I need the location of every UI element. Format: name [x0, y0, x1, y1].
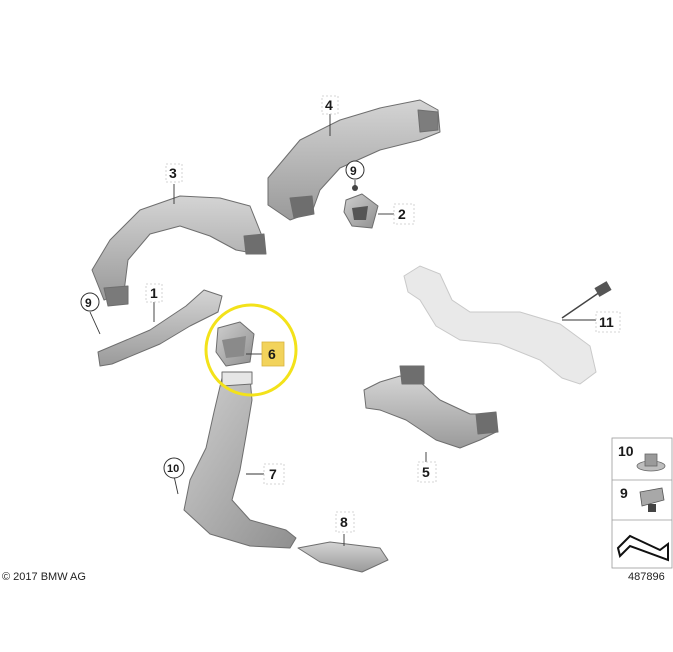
part-3-duct: [91, 195, 267, 307]
legend-clip-icon: [639, 487, 665, 512]
part-6-piece: [215, 321, 255, 367]
callout-7: 7: [269, 466, 277, 482]
legend-item-10-label: 10: [618, 443, 634, 459]
legend-nut-icon: [636, 453, 666, 472]
part-9-pin-top: [352, 185, 358, 191]
copyright-text: © 2017 BMW AG: [2, 571, 86, 583]
part-7-duct: [183, 371, 297, 549]
diagram-number: 487896: [628, 571, 665, 583]
callout-6: 6: [268, 346, 276, 362]
ghost-duct: [403, 265, 597, 385]
part-8-piece: [297, 541, 389, 573]
part-5-duct: [363, 365, 499, 449]
callout-2: 2: [398, 206, 406, 222]
callout-1: 1: [150, 285, 158, 301]
legend-table: 10 9: [611, 437, 673, 569]
part-1-duct: [97, 289, 223, 367]
callout-8: 8: [340, 514, 348, 530]
part-4-duct: [267, 99, 441, 221]
callout-5: 5: [422, 464, 430, 480]
callout-9-top: 9: [350, 164, 357, 178]
callout-3: 3: [169, 165, 177, 181]
part-2-clip: [343, 193, 379, 229]
callout-4: 4: [325, 97, 333, 113]
callout-9-left: 9: [85, 296, 92, 310]
part-11-bolt: [561, 281, 612, 319]
legend-trim-shape-icon: [616, 534, 669, 562]
callout-11: 11: [599, 314, 614, 330]
legend-item-9-label: 9: [620, 485, 628, 501]
callout-10: 10: [167, 463, 179, 475]
callout-labels: 4 3 9 2 9 1 6 11 10 7 5 8: [80, 95, 621, 533]
highlight-circle: [204, 303, 298, 397]
